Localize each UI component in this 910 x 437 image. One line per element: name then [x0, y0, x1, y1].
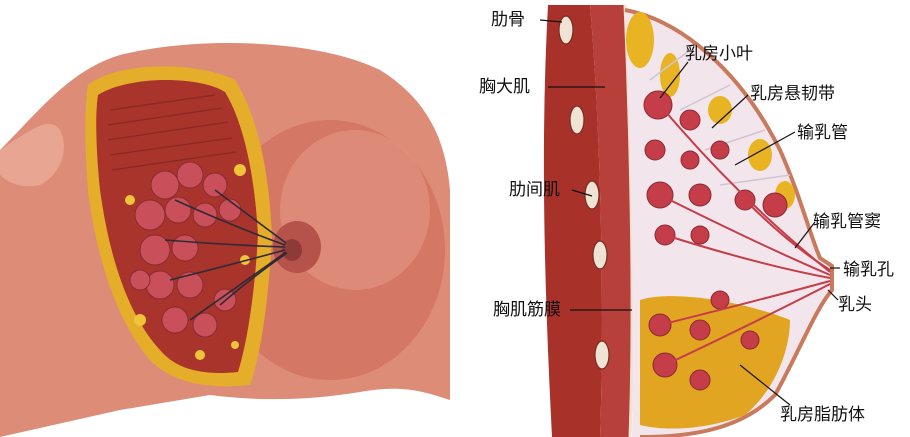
label-intercostal: 肋间肌 — [509, 180, 560, 200]
label-pectoral-fascia: 胸肌筋膜 — [493, 300, 561, 320]
right-sagittal-view — [544, 5, 832, 437]
label-fat-body: 乳房脂肪体 — [780, 405, 865, 425]
label-rib: 肋骨 — [491, 10, 525, 30]
label-duct-opening: 输乳孔 — [843, 260, 894, 280]
label-pectoralis-major: 胸大肌 — [479, 77, 530, 97]
label-lobule: 乳房小叶 — [685, 44, 753, 64]
chest-wall — [544, 5, 602, 437]
label-nipple: 乳头 — [838, 295, 872, 315]
left-dissection-view — [0, 43, 450, 437]
label-suspensory-ligament: 乳房悬韧带 — [750, 84, 835, 104]
label-lactiferous-duct: 输乳管 — [797, 123, 848, 143]
label-lactiferous-sinus: 输乳管窦 — [813, 212, 881, 232]
